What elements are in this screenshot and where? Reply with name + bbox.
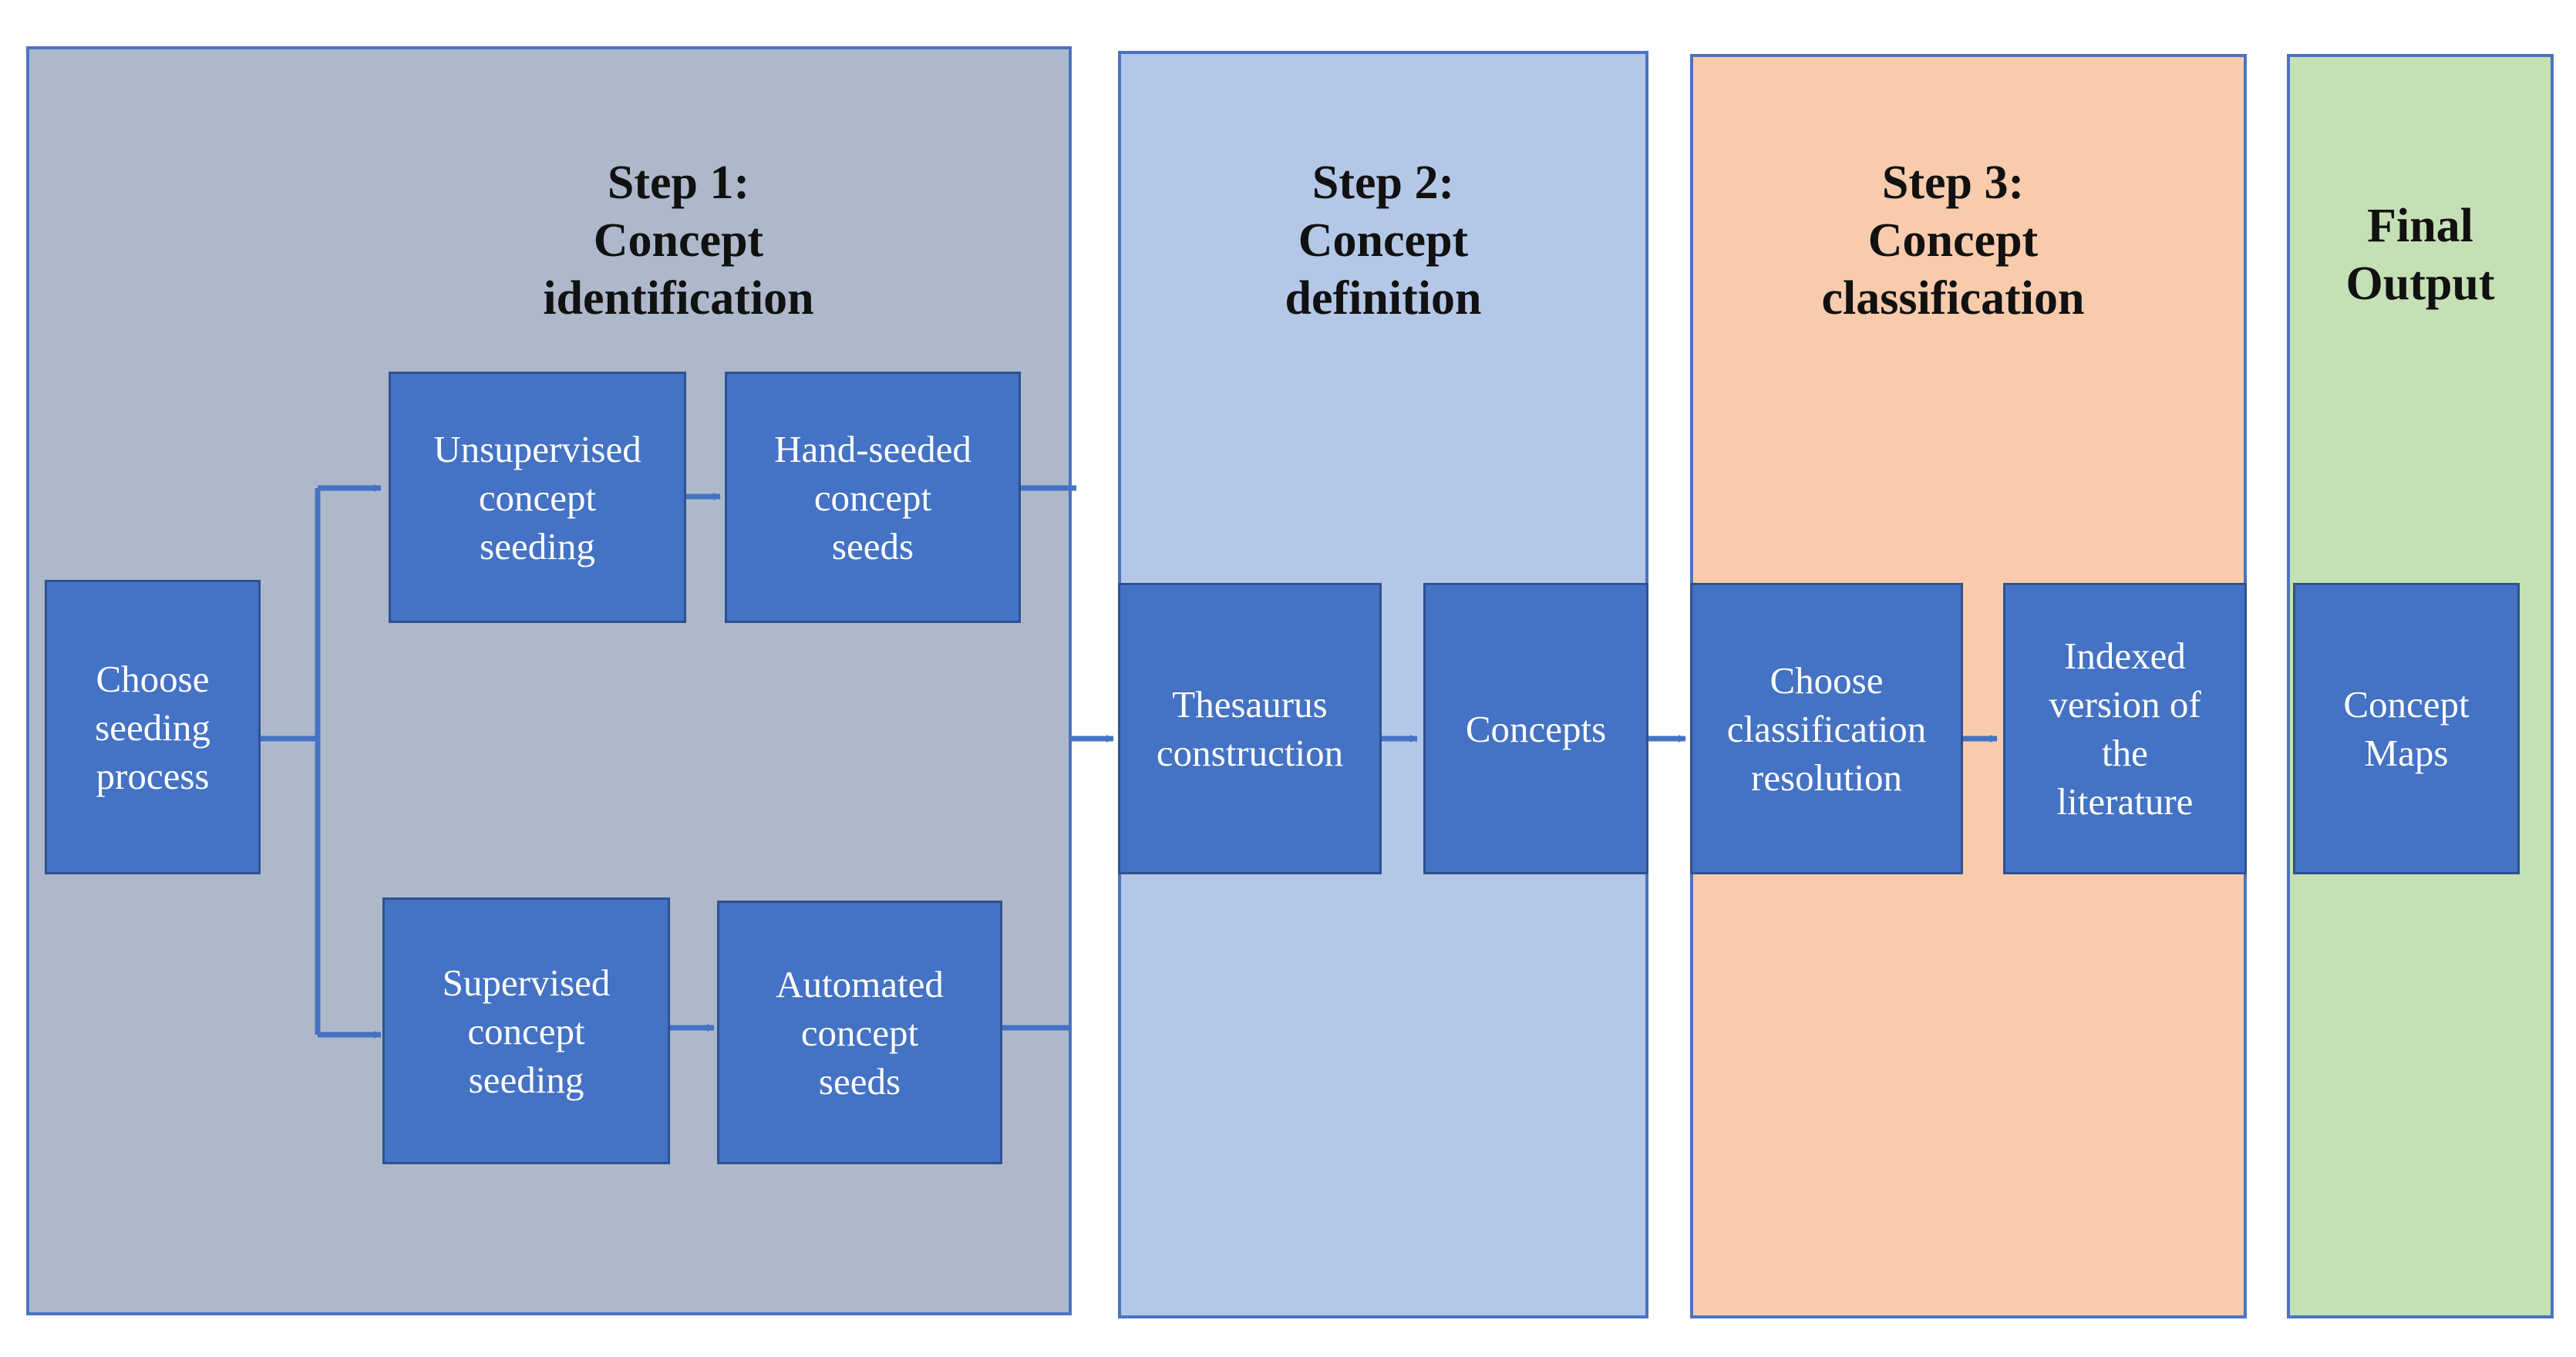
choose-seeding-process-box: Choose seeding process [45,580,261,874]
automated-concept-seeds-box: Automated concept seeds [717,901,1002,1164]
step2-heading: Step 2: Concept definition [1285,157,1482,325]
hand-seeded-concept-seeds-box: Hand-seeded concept seeds [725,372,1021,623]
concept-maps-box: Concept Maps [2293,583,2520,874]
supervised-concept-seeding-box: Supervised concept seeding [382,897,670,1164]
final-output-heading: Final Output [2345,200,2495,310]
step1-heading: Step 1: Concept identification [543,157,814,325]
unsupervised-concept-seeding-box: Unsupervised concept seeding [389,372,686,623]
choose-classification-resolution-box: Choose classification resolution [1690,583,1963,874]
concepts-box: Concepts [1423,583,1648,874]
indexed-version-literature-box: Indexed version of the literature [2003,583,2247,874]
step3-heading: Step 3: Concept classification [1821,157,2085,325]
thesaurus-construction-box: Thesaurus construction [1118,583,1382,874]
